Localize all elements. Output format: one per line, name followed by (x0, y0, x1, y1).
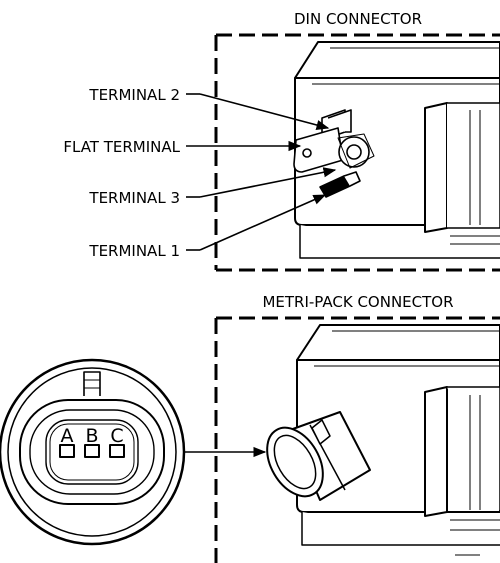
din-connector-section: DIN CONNECTOR (63, 10, 500, 272)
din-terminals (293, 109, 375, 198)
metripack-end-view (0, 358, 186, 546)
pin-c-socket (109, 444, 125, 458)
terminal-3-label: TERMINAL 3 (88, 189, 180, 207)
metripack-connector-title: METRI-PACK CONNECTOR (262, 293, 453, 311)
pin-b-letter: B (85, 425, 98, 447)
metripack-connector-section: METRI-PACK CONNECTOR (0, 293, 500, 563)
pin-c-letter: C (110, 425, 123, 447)
din-connector-title: DIN CONNECTOR (294, 10, 422, 28)
terminal-2-label: TERMINAL 2 (88, 86, 180, 104)
pin-b-socket (84, 444, 100, 458)
flat-terminal-label: FLAT TERMINAL (63, 138, 180, 156)
din-detail-frame (214, 33, 500, 272)
terminal-1-label: TERMINAL 1 (88, 242, 180, 260)
pin-a-letter: A (61, 425, 74, 447)
pin-a-socket (59, 444, 75, 458)
flat-terminal-blade (293, 127, 344, 173)
metripack-plug (266, 411, 371, 501)
metripack-detail-frame (214, 316, 500, 563)
